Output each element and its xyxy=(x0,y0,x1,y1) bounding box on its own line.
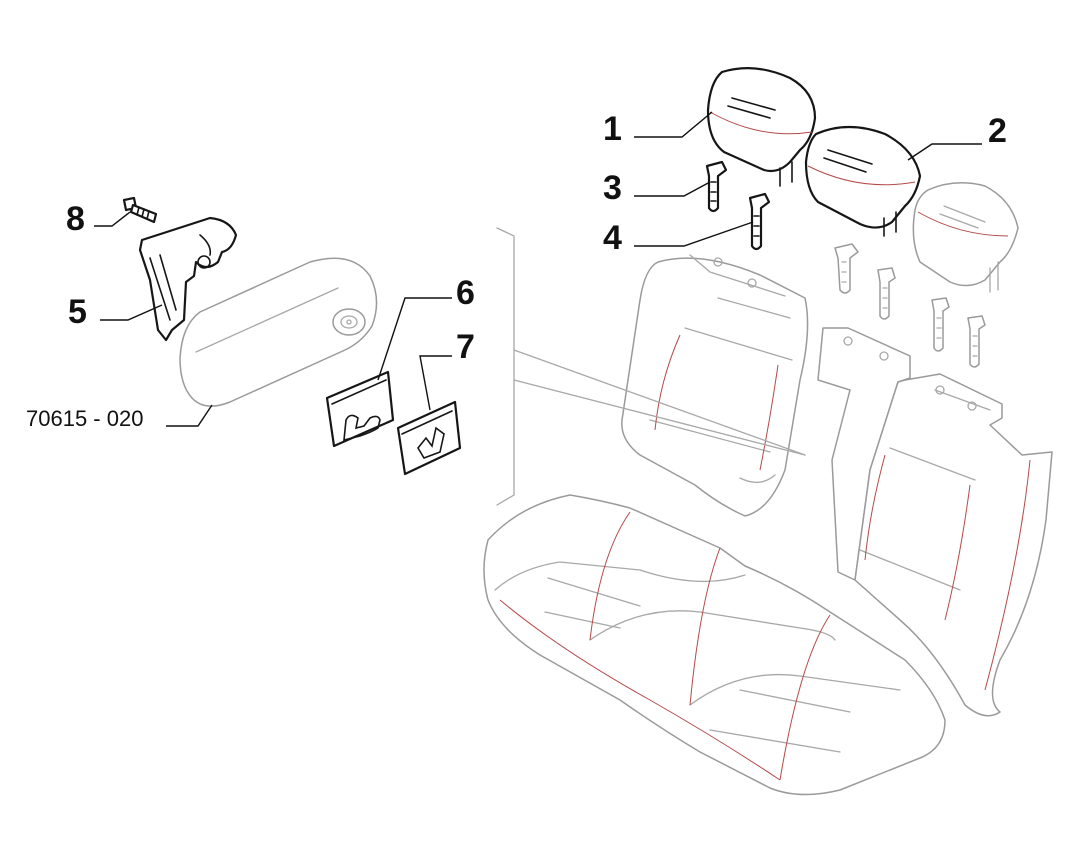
callout-7: 7 xyxy=(456,328,475,366)
headrest-icon xyxy=(912,182,1019,293)
reference-line xyxy=(513,349,806,456)
bracket-icon xyxy=(138,216,238,342)
leader-lines xyxy=(94,111,982,427)
leader-line-6 xyxy=(377,297,452,381)
callouts: 1 2 3 4 5 6 7 8 70615 - 020 xyxy=(26,110,1007,431)
leader-line-7 xyxy=(419,355,452,411)
leader-line-ref xyxy=(166,404,213,427)
rear-seat-assembly xyxy=(483,182,1053,796)
screw-icon xyxy=(122,196,158,224)
callout-5: 5 xyxy=(68,293,87,331)
seat-backrest-icon xyxy=(817,327,1053,717)
callout-3: 3 xyxy=(603,169,622,207)
leader-line-5 xyxy=(100,304,163,321)
bushing-icon xyxy=(705,160,728,213)
bushing-icon xyxy=(748,192,771,251)
headrest-icon xyxy=(804,125,922,237)
callout-8: 8 xyxy=(66,200,85,238)
leader-line-1 xyxy=(634,111,713,138)
reference-line xyxy=(513,379,806,456)
cover-plate-icon xyxy=(396,400,462,476)
callout-4: 4 xyxy=(603,219,622,257)
leader-line-4 xyxy=(634,221,754,247)
cover-plate-icon xyxy=(325,370,395,448)
leader-line-3 xyxy=(634,181,711,197)
callout-6: 6 xyxy=(456,274,475,312)
bushing-icon xyxy=(834,243,986,368)
seat-backrest-icon xyxy=(621,254,809,517)
seat-cushion-icon xyxy=(483,494,946,796)
leader-line-2 xyxy=(907,143,982,161)
leader-line-8 xyxy=(94,211,131,227)
reference-line xyxy=(496,227,515,506)
reference-number: 70615 - 020 xyxy=(26,406,143,431)
headrest-icon xyxy=(706,67,817,187)
armrest-icon xyxy=(179,257,378,407)
callout-2: 2 xyxy=(988,112,1007,150)
callout-1: 1 xyxy=(603,110,622,148)
